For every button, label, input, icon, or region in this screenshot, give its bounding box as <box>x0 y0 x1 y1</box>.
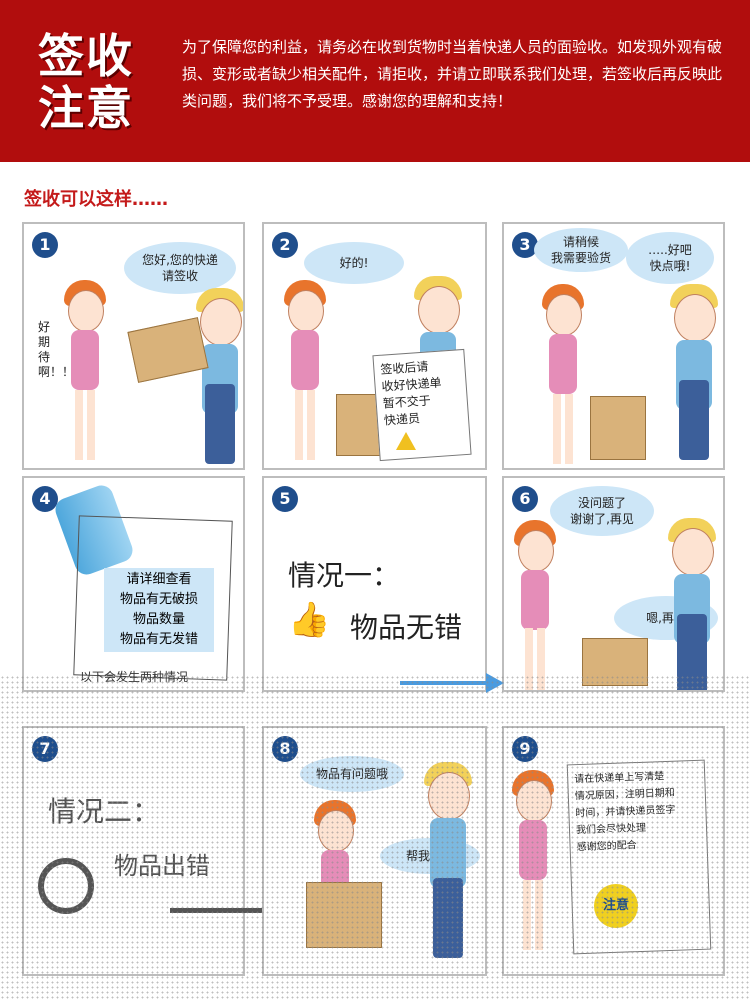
panel-number: 7 <box>32 736 58 762</box>
panel-5: 5 情况一： 👍 物品无错 <box>262 476 487 692</box>
panel-1: 1 您好,您的快递 请签收 好期待啊！！！ <box>22 222 245 470</box>
speech-bubble-text: 您好,您的快递 请签收 <box>142 253 218 283</box>
header-notice: 为了保障您的利益，请务必在收到货物时当着快递人员的面验收。如发现外观有破损、变形… <box>182 38 723 110</box>
speech-bubble-text: 请稍候 我需要验货 <box>550 235 611 265</box>
attention-stamp: 注意 <box>594 884 638 928</box>
speech-bubble-text: 没问题了 谢谢了,再见 <box>570 496 634 526</box>
case-label: 情况一： <box>288 559 401 592</box>
arrow-head <box>486 673 504 693</box>
checklist-text: 请详细查看 物品有无破损 物品数量 物品有无发错 <box>119 572 198 647</box>
case-label: 情况二： <box>48 795 161 828</box>
instruction-note: 签收后请 收好快递单 暂不交于 快递员 <box>372 348 472 462</box>
panel-6: 6 没问题了 谢谢了,再见 嗯,再见 <box>502 476 725 692</box>
speech-bubble: 没问题了 谢谢了,再见 <box>550 486 654 536</box>
speech-bubble: …..好吧 快点哦! <box>626 232 714 284</box>
prohibited-icon <box>38 858 94 914</box>
instruction-note-text: 签收后请 收好快递单 暂不交于 快递员 <box>379 359 442 428</box>
package-box <box>306 882 382 948</box>
panel-3: 3 请稍候 我需要验货 …..好吧 快点哦! <box>502 222 725 470</box>
warning-icon <box>396 432 416 450</box>
header-title-line2: 注意 <box>38 81 134 135</box>
panel-number: 4 <box>32 486 58 512</box>
attention-stamp-text: 注意 <box>602 898 629 913</box>
panel-footer: 以下会发生两种情况 <box>80 670 189 684</box>
speech-bubble: 好的! <box>304 242 404 284</box>
thumbs-up-icon: 👍 <box>288 600 331 640</box>
instruction-note: 请在快递单上写清楚 情况原因，注明日期和 时间，并请快递员签字 我们会尽快处理 … <box>566 759 712 955</box>
panel-number: 6 <box>512 486 538 512</box>
panel-9: 9 请在快递单上写清楚 情况原因，注明日期和 时间，并请快递员签字 我们会尽快处… <box>502 726 725 976</box>
panel-number: 5 <box>272 486 298 512</box>
panel-number: 2 <box>272 232 298 258</box>
header-title-line1: 签收 <box>38 29 134 83</box>
case-result: 物品无错 <box>350 611 463 644</box>
arrow-right-icon <box>170 908 270 913</box>
speech-bubble: 请稍候 我需要验货 <box>534 228 628 272</box>
case-result: 物品出错 <box>114 852 210 880</box>
arrow-right-icon <box>400 681 490 685</box>
package-box <box>590 396 646 460</box>
header-title: 签收 注意 <box>38 30 148 134</box>
speech-bubble: 您好,您的快递 请签收 <box>124 242 236 294</box>
side-text: 好期待啊！！！ <box>38 320 86 380</box>
panel-number: 1 <box>32 232 58 258</box>
panel-8: 8 物品有问题哦 帮我退回 <box>262 726 487 976</box>
speech-bubble-text: 好的! <box>339 256 369 270</box>
header-banner: 签收 注意 为了保障您的利益，请务必在收到货物时当着快递人员的面验收。如发现外观… <box>0 0 750 162</box>
package-box <box>127 317 209 383</box>
instruction-note-text: 请在快递单上写清楚 情况原因，注明日期和 时间，并请快递员签字 我们会尽快处理 … <box>574 771 676 854</box>
section-title: 签收可以这样…… <box>24 189 168 210</box>
panel-4: 4 请详细查看 物品有无破损 物品数量 物品有无发错 以下会发生两种情况 <box>22 476 245 692</box>
panel-number: 3 <box>512 232 538 258</box>
panel-number: 9 <box>512 736 538 762</box>
speech-bubble-text: 物品有问题哦 <box>315 767 388 781</box>
panel-2: 2 好的! 签收后请 收好快递单 暂不交于 快递员 <box>262 222 487 470</box>
panel-number: 8 <box>272 736 298 762</box>
speech-bubble-text: …..好吧 快点哦! <box>648 243 692 273</box>
checklist: 请详细查看 物品有无破损 物品数量 物品有无发错 <box>104 568 214 652</box>
speech-bubble: 物品有问题哦 <box>300 756 404 792</box>
panel-7: 7 情况二： 物品出错 <box>22 726 245 976</box>
package-box <box>582 638 648 686</box>
